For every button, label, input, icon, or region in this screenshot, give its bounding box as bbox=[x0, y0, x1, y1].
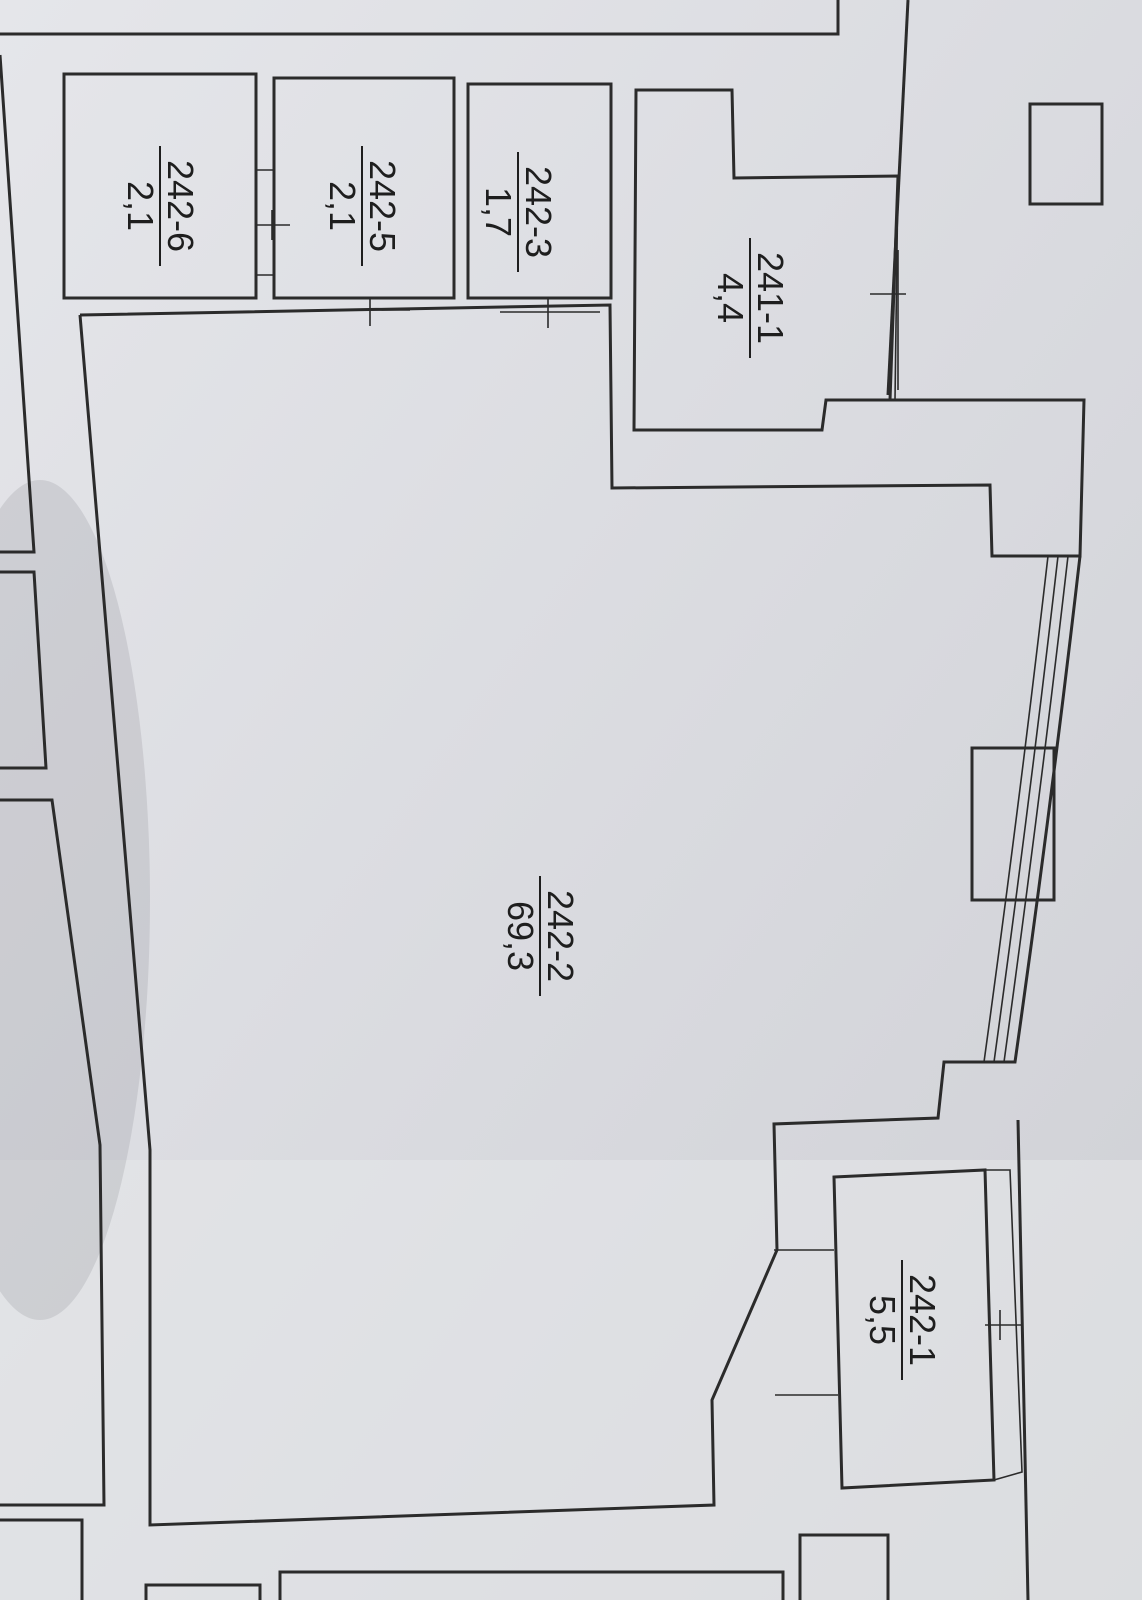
paper-fold bbox=[0, 1160, 1142, 1600]
room-242-3-area: 1,7 bbox=[478, 186, 519, 238]
room-242-6-number: 242-6 bbox=[159, 146, 201, 266]
room-242-5-label: 242-5 2,1 bbox=[322, 146, 403, 266]
room-242-3-number: 242-3 bbox=[517, 152, 559, 272]
room-241-1-area: 4,4 bbox=[710, 272, 751, 324]
room-242-1-number: 242-1 bbox=[901, 1260, 943, 1380]
room-242-6-area: 2,1 bbox=[120, 180, 161, 232]
room-242-5-outline bbox=[272, 76, 456, 300]
room-242-2-area: 69,3 bbox=[500, 900, 541, 972]
room-242-6-outline bbox=[62, 72, 258, 300]
room-242-2-upper-wall bbox=[79, 303, 1086, 558]
column-block bbox=[1028, 102, 1104, 206]
room-242-2-label: 242-2 69,3 bbox=[500, 876, 581, 996]
room-242-3-outline bbox=[466, 82, 613, 300]
room-241-1-number: 241-1 bbox=[749, 238, 791, 358]
door-marks bbox=[256, 169, 1022, 1340]
room-242-5-number: 242-5 bbox=[361, 146, 403, 266]
outer-walls bbox=[0, 0, 1104, 1600]
room-242-2-outline bbox=[78, 314, 1082, 1527]
room-242-1-area: 5,5 bbox=[862, 1294, 903, 1346]
room-242-1-label: 242-1 5,5 bbox=[862, 1260, 943, 1380]
room-242-6-label: 242-6 2,1 bbox=[120, 146, 201, 266]
room-242-5-area: 2,1 bbox=[322, 180, 363, 232]
room-242-3-label: 242-3 1,7 bbox=[478, 152, 559, 272]
pillar bbox=[970, 746, 1056, 902]
room-242-2-number: 242-2 bbox=[539, 876, 581, 996]
room-241-1-label: 241-1 4,4 bbox=[710, 238, 791, 358]
